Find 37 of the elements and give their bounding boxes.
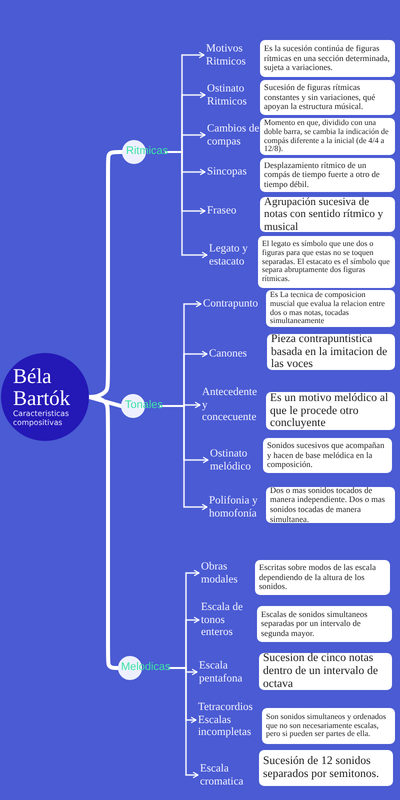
- description-box: Escalas de sonidos simultaneos separadas por un intervalo de segunda mayor.: [257, 606, 392, 642]
- description-box: Desplazamiento rítmico de un compás de tiempo fuerte a otro de tiempo débil.: [260, 158, 395, 192]
- description-box: Agrupación sucesiva de notas con sentido rítmico y musical: [260, 197, 395, 232]
- topic-label: Cambios de compas: [207, 122, 261, 148]
- topic-label: Obras modales: [201, 560, 253, 586]
- description-box: Es un motivo melódico al que le procede otro concluyente: [266, 392, 395, 430]
- description-box: Es La tecnica de composicion muscial que evalua la relacion entre dos o mas notas, tocadas simultaneamente: [266, 290, 395, 327]
- description-box: Escritas sobre modos de las escala dependiendo de la altura de los sonidos.: [255, 560, 390, 595]
- topic-label: Escala de tonos enteros: [201, 601, 255, 639]
- topic-label: Escala pentafona: [199, 659, 257, 685]
- topic-label: Motivos Ritmicos: [206, 42, 262, 68]
- description-box: Dos o mas sonidos tocados de manera independiente. Dos o mas sonidos tocadas de manera simultanea.: [266, 487, 395, 523]
- description-box: El legato es símbolo que une dos o figuras para que estas no se toquen separadas. El estacato es el símbolo que separa abruptamente dos figuras rítmicas.: [258, 236, 395, 288]
- topic-label: Ostinato melódico: [210, 447, 262, 473]
- description-box: Sucesion de cinco notas dentro de un intervalo de octava: [259, 653, 392, 690]
- brace-connector: [87, 395, 120, 670]
- description-box: Sonidos sucesivos que acompañan y hacen de base melódica en la composición.: [263, 438, 392, 473]
- topic-label: Canones: [209, 348, 265, 360]
- topic-label: Fraseo: [207, 204, 259, 218]
- description-box: Pieza contrapuntistica basada en la imitacion de las voces: [267, 334, 395, 370]
- topic-label: Escala cromatica: [200, 762, 256, 788]
- branch-arrow: [168, 667, 199, 778]
- description-box: Sucesión de 12 sonidos separados por semitonos.: [259, 750, 393, 786]
- branch-arrow: [165, 151, 208, 258]
- topic-label: Tetracordios Escalas incompletas: [198, 701, 261, 739]
- topic-label: Ostinato Ritmicos: [207, 82, 261, 108]
- topic-label: Contrapunto: [203, 298, 265, 310]
- topic-label: Sincopas: [207, 166, 259, 178]
- description-box: Sucesión de figuras rítmicas constantes y sin variaciones, qué apoyan la estructura músical.: [260, 80, 395, 115]
- branch-arrow: [160, 405, 208, 510]
- description-box: Momento en que, dividido con una doble barra, se cambia la indicación de compás diferente a la inicial (de 4/4 a 12/8).: [260, 118, 395, 155]
- description-box: Son sonidos simultaneos y ordenados que no son necesariamente escalas, pero si pueden ser partes de ella.: [262, 708, 395, 744]
- topic-label: Polifonia y homofonía: [209, 494, 265, 520]
- topic-title: Béla Bartók: [13, 365, 72, 410]
- topic-label: Antecedente y concecuente: [202, 386, 264, 424]
- topic-label: Legato y estacato: [209, 242, 257, 268]
- description-box: Es la sucesión continúa de figuras rítmicas en una sección determinada, sujeta a variaciones.: [260, 40, 395, 77]
